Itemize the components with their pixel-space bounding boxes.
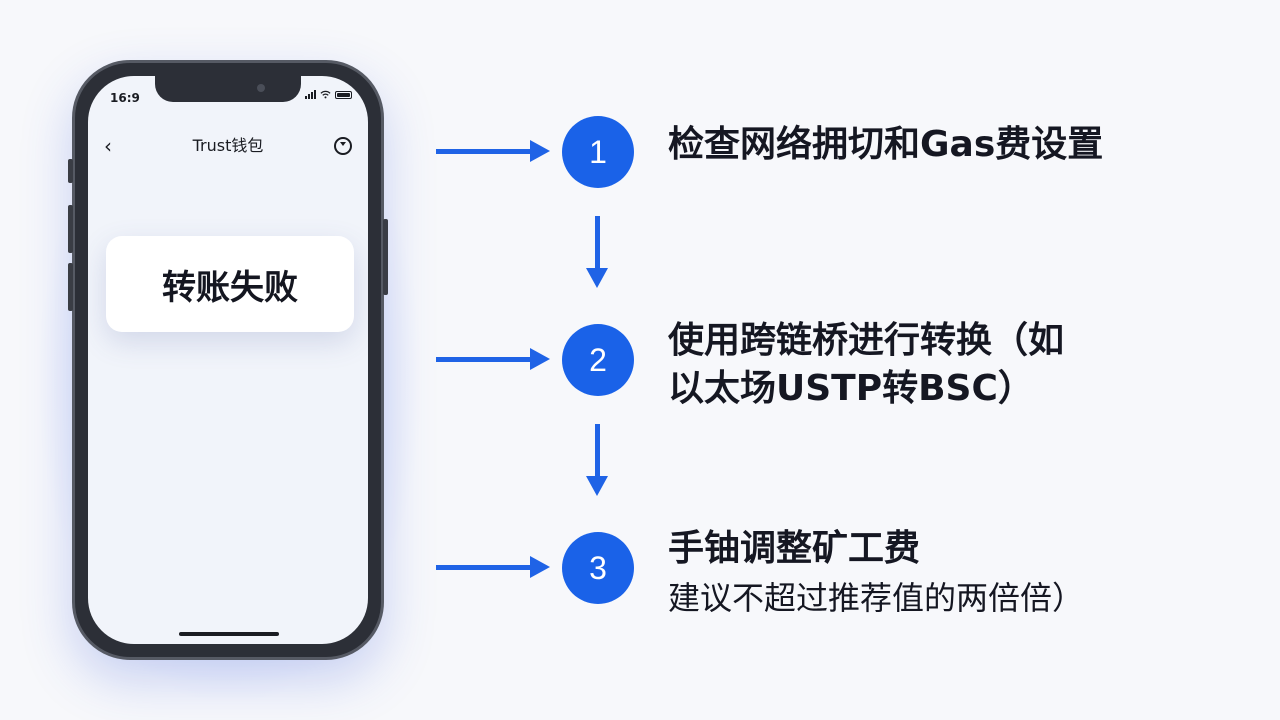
phone-screen: 16:9 ‹ Trust钱包 转账失败 bbox=[88, 76, 368, 644]
step-3-title: 手铀调整矿工费 bbox=[668, 528, 921, 569]
phone-power-button bbox=[383, 219, 388, 295]
camera-icon bbox=[257, 84, 265, 92]
status-icons bbox=[305, 90, 352, 99]
arrow-step-2-to-3 bbox=[586, 424, 608, 496]
home-indicator[interactable] bbox=[179, 632, 279, 636]
arrow-to-step-1 bbox=[436, 140, 550, 162]
phone-mockup: 16:9 ‹ Trust钱包 转账失败 bbox=[68, 60, 388, 660]
phone-mute-switch bbox=[68, 159, 73, 183]
arrow-step-1-to-2 bbox=[586, 216, 608, 288]
phone-notch bbox=[155, 76, 301, 102]
back-arrow-icon[interactable]: ‹ bbox=[104, 134, 112, 158]
wifi-icon bbox=[320, 90, 331, 99]
transfer-failed-card: 转账失败 bbox=[106, 236, 354, 332]
phone-volume-up-button bbox=[68, 205, 73, 253]
status-time: 16:9 bbox=[110, 91, 140, 105]
arrow-to-step-2 bbox=[436, 348, 550, 370]
step-1-text: 检查网络拥切和Gas费设置 bbox=[668, 124, 1104, 165]
step-3-subtitle: 建议不超过推荐值的两倍倍） bbox=[668, 579, 1085, 617]
signal-icon bbox=[305, 90, 316, 99]
step-2-badge: 2 bbox=[562, 324, 634, 396]
app-title: Trust钱包 bbox=[192, 136, 264, 155]
step-2-text-line-2: 以太场USTP转BSC） bbox=[668, 368, 1034, 409]
arrow-to-step-3 bbox=[436, 556, 550, 578]
app-nav-bar: ‹ Trust钱包 bbox=[88, 132, 368, 160]
battery-icon bbox=[335, 90, 352, 99]
step-2-text-line-1: 使用跨链桥进行转换（如 bbox=[668, 320, 1065, 361]
step-3-badge: 3 bbox=[562, 532, 634, 604]
transfer-failed-text: 转账失败 bbox=[162, 267, 298, 308]
step-1-badge: 1 bbox=[562, 116, 634, 188]
menu-dropdown-icon[interactable] bbox=[334, 137, 352, 155]
phone-volume-down-button bbox=[68, 263, 73, 311]
